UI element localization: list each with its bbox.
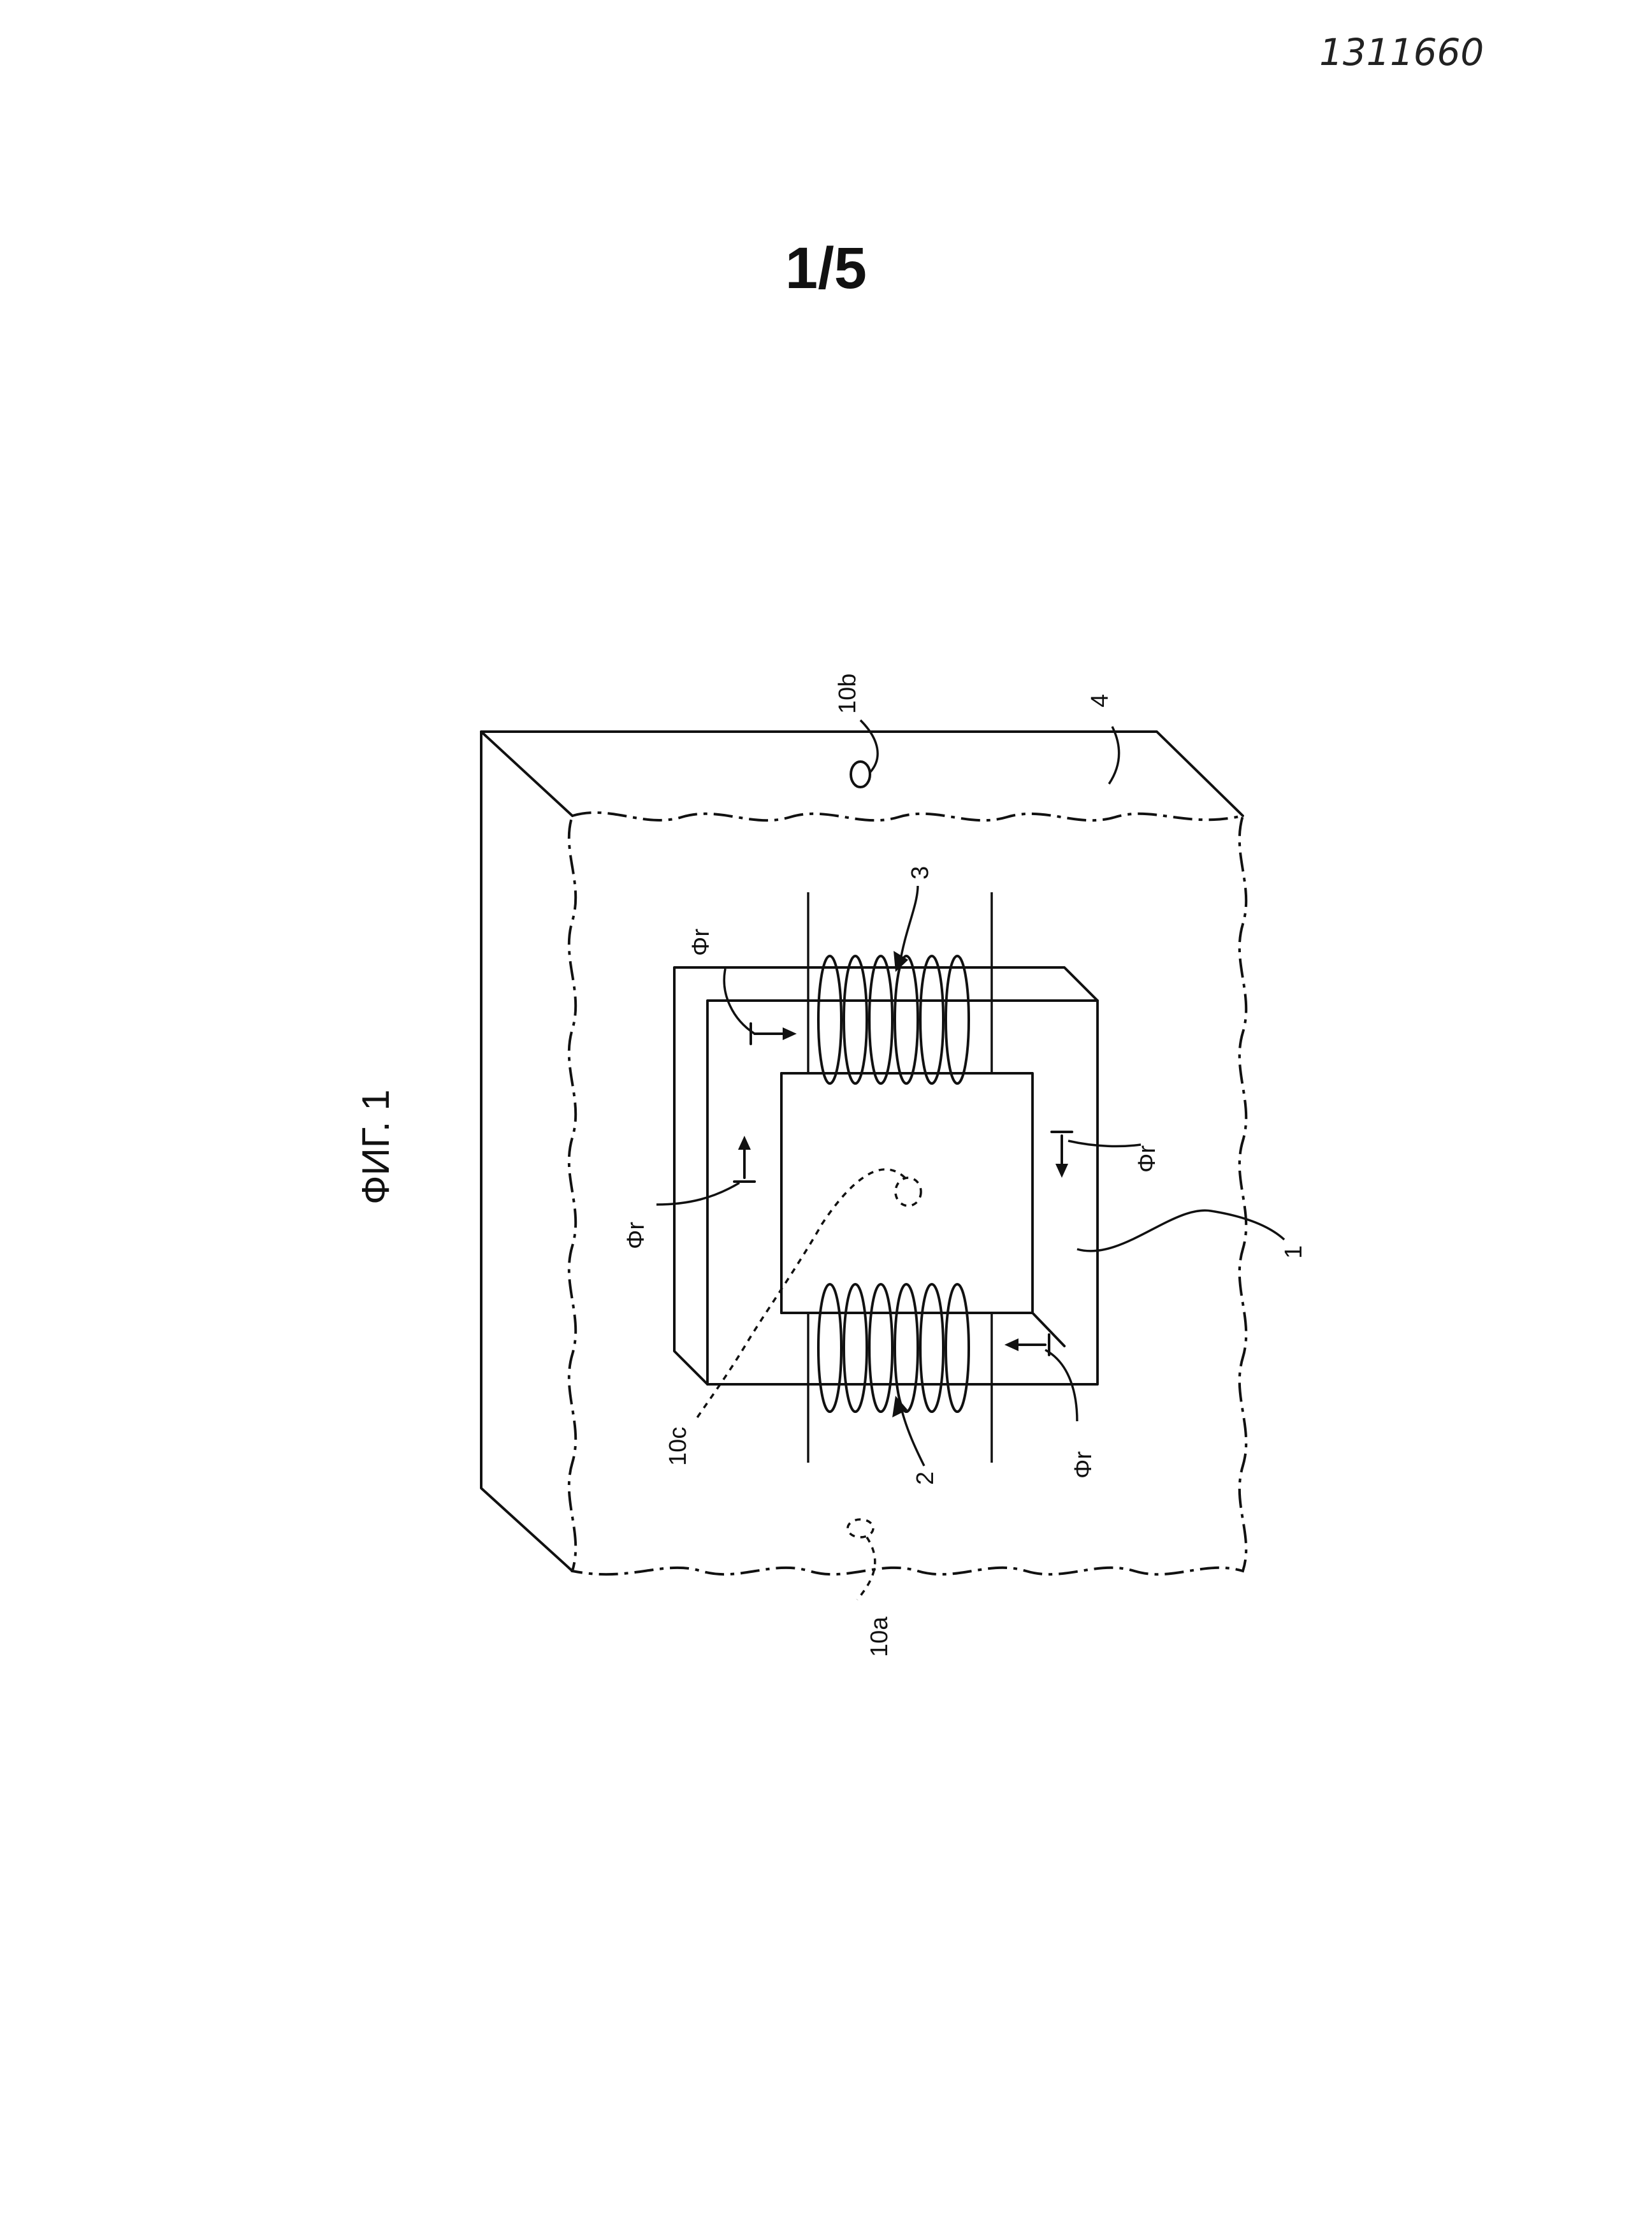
magnetic-core	[673, 966, 1099, 1386]
leader-1	[1076, 1209, 1286, 1252]
label-10a: 10a	[866, 1616, 893, 1657]
sheet-number: 1/5	[785, 236, 867, 301]
holes	[693, 719, 922, 1601]
magnetic-body	[480, 730, 1248, 1576]
label-10b: 10b	[834, 674, 861, 714]
break-line	[567, 811, 1248, 1576]
label-10c: 10c	[665, 1427, 692, 1466]
coil-3	[807, 885, 993, 1085]
coil-2	[807, 1283, 993, 1466]
leader-4	[1108, 726, 1120, 785]
label-flux-left: Φr	[623, 1222, 649, 1249]
figure-caption: ФИГ. 1	[354, 1089, 397, 1205]
label-3: 3	[907, 866, 934, 880]
flux-arrows	[656, 968, 1141, 1422]
label-flux-right: Φr	[1134, 1145, 1161, 1173]
label-4: 4	[1087, 694, 1113, 707]
label-1: 1	[1280, 1245, 1307, 1259]
label-flux-top: Φr	[688, 929, 714, 956]
figure-labels: 10b 4 3 Φr Φr Φr 1 10c 2 Φr 10a	[623, 674, 1307, 1657]
label-2: 2	[912, 1472, 939, 1485]
label-flux-bottom: Φr	[1070, 1451, 1097, 1479]
doc-number: 1311660	[1319, 31, 1484, 74]
